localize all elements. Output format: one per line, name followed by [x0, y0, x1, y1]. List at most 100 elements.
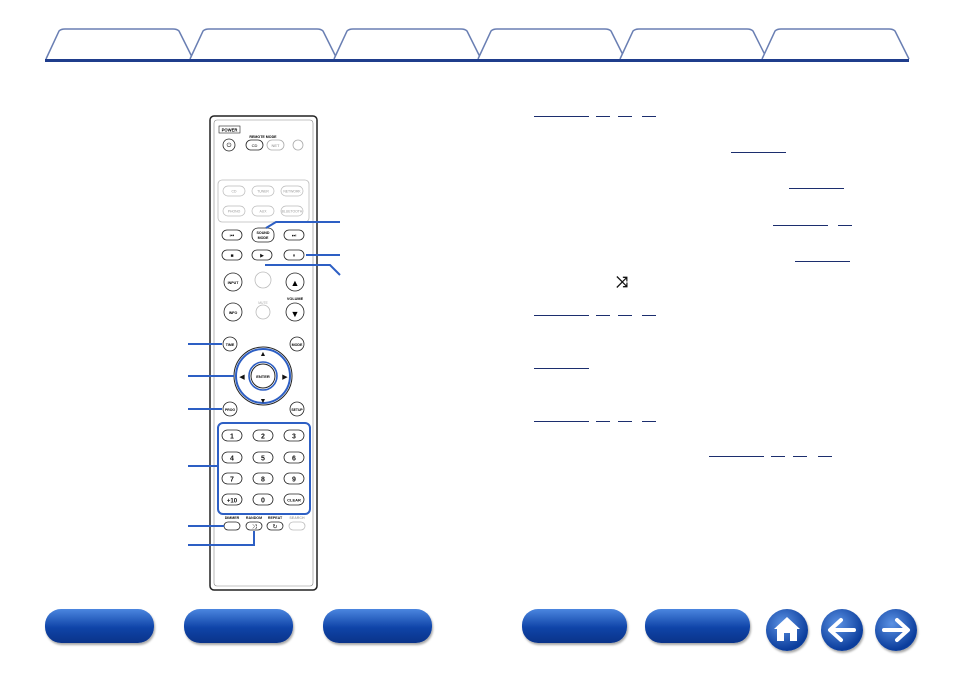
repeat-button[interactable] [266, 521, 284, 531]
sound-mode-label-1: SOUND [257, 231, 270, 235]
mode-button[interactable] [289, 336, 305, 352]
link-line[interactable] [709, 456, 764, 457]
nav-button-5[interactable] [645, 609, 750, 643]
key-7[interactable]: 7 [230, 477, 234, 484]
key-3[interactable]: 3 [292, 434, 296, 441]
nav-button-4[interactable] [522, 609, 627, 643]
link-line[interactable] [534, 315, 589, 316]
clear-button[interactable]: CLEAR [287, 498, 301, 503]
nav-button-2[interactable] [184, 609, 293, 643]
bluetooth-source-label: BLUETOOTH [282, 210, 303, 214]
input-button[interactable] [223, 272, 243, 292]
stop-button[interactable] [221, 249, 243, 261]
link-line[interactable] [838, 225, 852, 226]
svg-text:▼: ▼ [260, 398, 267, 405]
link-line[interactable] [731, 152, 786, 153]
cd-mode-button[interactable] [245, 139, 264, 151]
key-1[interactable]: 1 [230, 434, 234, 441]
link-line[interactable] [596, 116, 610, 117]
key-plus10[interactable]: +10 [227, 499, 238, 505]
key-4[interactable]: 4 [230, 456, 234, 463]
enter-label: ENTER [256, 374, 270, 379]
svg-text:⏸: ⏸ [293, 253, 296, 259]
forward-button[interactable] [875, 609, 917, 651]
enter-button[interactable] [250, 363, 276, 389]
time-label: TIME [226, 343, 235, 347]
info-label: INFO [229, 311, 238, 315]
key-0[interactable]: 0 [261, 498, 265, 505]
back-arrow-icon [828, 618, 856, 642]
tab-4[interactable] [477, 28, 627, 60]
prog-button[interactable] [222, 401, 238, 417]
repeat-label: REPEAT [268, 516, 283, 520]
back-button[interactable] [821, 609, 863, 651]
dimmer-label: DIMMER [225, 516, 240, 520]
tab-5[interactable] [619, 28, 769, 60]
link-line[interactable] [596, 315, 610, 316]
info-button[interactable] [223, 302, 243, 322]
mute-button[interactable] [255, 304, 271, 320]
link-line[interactable] [618, 116, 632, 117]
svg-text:◀: ◀ [239, 374, 245, 381]
volume-down-button[interactable] [285, 302, 305, 322]
tab-6[interactable] [761, 28, 911, 60]
link-line[interactable] [793, 456, 807, 457]
pause-button[interactable] [283, 249, 305, 261]
random-label: RANDOM [246, 516, 262, 520]
link-line[interactable] [642, 116, 656, 117]
aux-source-label: AUX [260, 210, 268, 214]
random-button[interactable] [245, 521, 263, 531]
net-mode-button[interactable] [266, 139, 285, 151]
play-button[interactable] [251, 249, 273, 261]
setup-button[interactable] [289, 401, 305, 417]
volume-up-button[interactable] [285, 272, 305, 292]
svg-text:▶: ▶ [260, 253, 264, 259]
network-source-label: NETWORK [283, 190, 301, 194]
phono-source-label: PHONO [228, 210, 241, 214]
nav-button-1[interactable] [45, 609, 154, 643]
shuffle-icon: ⤨ [616, 274, 629, 291]
tab-2[interactable] [189, 28, 339, 60]
skip-forward-button[interactable] [283, 229, 305, 241]
key-5[interactable]: 5 [261, 456, 265, 463]
cd-source-label: CD [232, 190, 237, 194]
key-6[interactable]: 6 [292, 456, 296, 463]
number-keypad [217, 422, 311, 515]
sound-mode-button[interactable] [251, 227, 275, 243]
home-icon [774, 617, 800, 641]
link-line[interactable] [789, 188, 844, 189]
cd-mode-label: CD [252, 143, 258, 148]
tab-1[interactable] [45, 28, 195, 60]
link-line[interactable] [596, 421, 610, 422]
key-2[interactable]: 2 [261, 434, 265, 441]
link-line[interactable] [642, 421, 656, 422]
power-label: POWER [222, 128, 238, 133]
link-line[interactable] [818, 456, 832, 457]
time-button[interactable] [222, 336, 238, 352]
nav-button-3[interactable] [323, 609, 432, 643]
link-line[interactable] [534, 421, 589, 422]
link-line[interactable] [795, 261, 850, 262]
link-line[interactable] [534, 116, 589, 117]
remote-mode-label: REMOTE MODE [249, 135, 277, 139]
link-line[interactable] [618, 315, 632, 316]
link-line[interactable] [642, 315, 656, 316]
skip-back-button[interactable] [221, 229, 243, 241]
forward-arrow-icon [882, 618, 910, 642]
svg-text:■: ■ [230, 253, 233, 259]
link-line[interactable] [771, 456, 785, 457]
svg-text:▶: ▶ [282, 374, 288, 381]
tab-underline [45, 59, 909, 62]
svg-text:▲: ▲ [260, 351, 267, 358]
home-button[interactable] [766, 609, 808, 651]
link-line[interactable] [534, 368, 589, 369]
prog-label: PROG [225, 408, 235, 412]
key-9[interactable]: 9 [292, 477, 296, 484]
key-8[interactable]: 8 [261, 477, 265, 484]
dimmer-button[interactable] [223, 521, 241, 531]
power-button[interactable] [222, 138, 236, 152]
link-line[interactable] [773, 225, 828, 226]
link-line[interactable] [618, 421, 632, 422]
tab-3[interactable] [333, 28, 483, 60]
svg-text:⤨: ⤨ [252, 524, 257, 531]
